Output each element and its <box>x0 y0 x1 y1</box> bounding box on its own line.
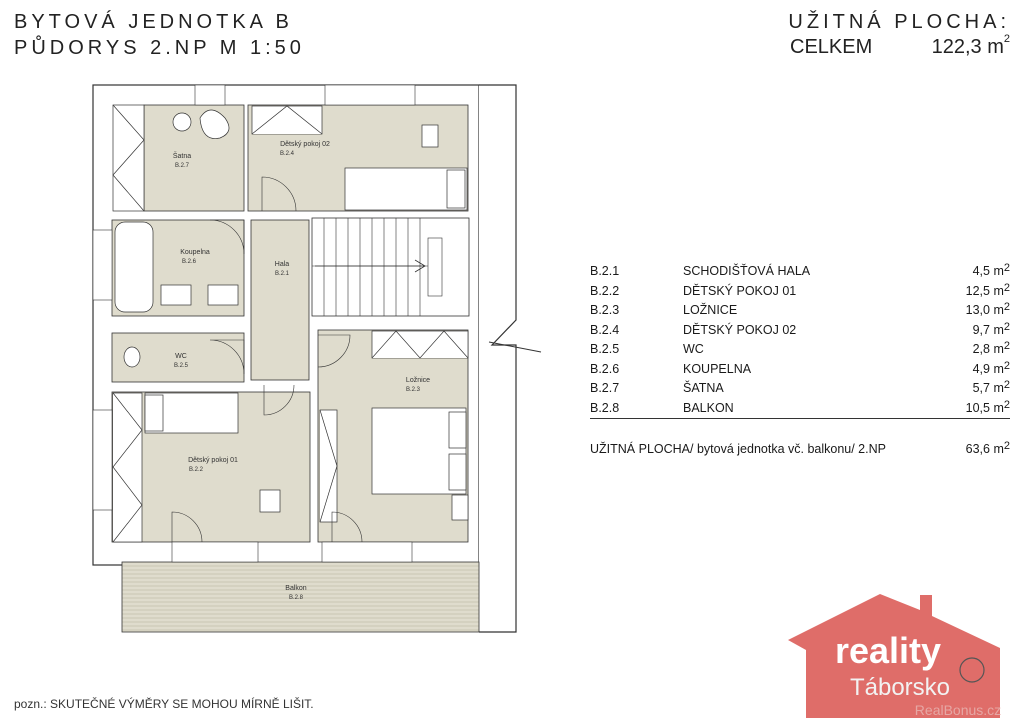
room-code-detsky-pokoj-01: B.2.2 <box>189 467 204 473</box>
room-balkon <box>121 561 480 633</box>
room-label-detsky-pokoj-02: Dětský pokoj 02 <box>280 141 330 148</box>
stair-arrow <box>315 259 426 273</box>
neighbor-wall <box>479 84 517 633</box>
reality-logo: reality Táborsko RealBonus.cz <box>788 594 1001 718</box>
compass-icon <box>959 657 985 683</box>
total-label: CELKEM <box>790 36 873 58</box>
room-label-wc: WC <box>175 353 187 360</box>
room-code-balkon: B.2.8 <box>289 595 304 601</box>
wardrobes <box>112 104 469 543</box>
windows <box>92 84 416 563</box>
plan-subtitle: PŮDORYS 2.NP M 1:50 <box>14 37 305 59</box>
usable-area-heading: UŽITNÁ PLOCHA: <box>788 11 1010 33</box>
room-satna <box>143 104 245 212</box>
logo-watermark: RealBonus.cz <box>915 702 1001 718</box>
total-area-value: 122,3 m2 <box>931 33 1010 58</box>
room-code-loznice: B.2.3 <box>406 387 421 393</box>
house-roof-icon <box>788 594 1000 718</box>
logo-text-sub: Táborsko <box>850 674 950 701</box>
room-code-satna: B.2.7 <box>175 163 190 169</box>
room-label-loznice: Ložnice <box>406 377 430 384</box>
plan-title: BYTOVÁ JEDNOTKA B <box>14 11 293 33</box>
logo-text-main: reality <box>835 630 941 671</box>
room-code-hala: B.2.1 <box>275 271 290 277</box>
room-label-satna: Šatna <box>173 151 191 160</box>
room-code-koupelna: B.2.6 <box>182 259 197 265</box>
break-line <box>488 341 542 353</box>
room-code-detsky-pokoj-02: B.2.4 <box>280 151 295 157</box>
room-code-wc: B.2.5 <box>174 363 189 369</box>
doors <box>171 176 363 543</box>
furniture <box>114 109 469 521</box>
footer-note: pozn.: SKUTEČNÉ VÝMĚRY SE MOHOU MÍRNĚ LI… <box>14 697 314 711</box>
room-label-koupelna: Koupelna <box>180 249 210 256</box>
legend-summary: UŽITNÁ PLOCHA/ bytová jednotka vč. balko… <box>590 440 1010 456</box>
staircase <box>311 217 470 317</box>
room-label-detsky-pokoj-01: Dětský pokoj 01 <box>188 457 238 464</box>
room-label-balkon: Balkon <box>285 585 307 592</box>
room-label-hala: Hala <box>275 261 290 268</box>
room-hala <box>250 219 310 381</box>
